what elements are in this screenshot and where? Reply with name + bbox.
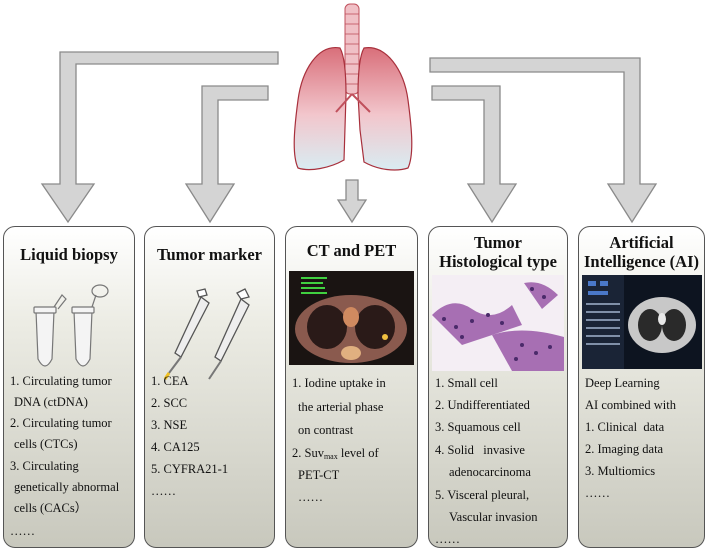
ai-ct-software-image (582, 275, 702, 369)
list-item: Vascular invasion (449, 510, 538, 524)
panel-tumor-histological-type: Tumor Histological type 1. Small cell 2.… (428, 226, 568, 548)
list-item: cells (CTCs) (14, 437, 78, 451)
list-item: …… (435, 532, 460, 546)
list-item: …… (10, 524, 35, 538)
list-item: AI combined with (585, 398, 676, 412)
list-item: 1. Iodine uptake in (292, 376, 386, 390)
list-item: …… (151, 484, 176, 498)
list-item: …… (298, 490, 323, 504)
panel-title: Artificial (609, 233, 674, 252)
panel-title: Histological type (439, 252, 557, 271)
list-item: …… (585, 486, 610, 500)
suv-level-text: level of (340, 446, 379, 460)
list-item: 3. Circulating (10, 459, 79, 473)
arrow-to-ai (429, 57, 658, 224)
list-item: 2. Suvmax level of (292, 445, 379, 465)
panel-artificial-intelligence: Artificial Intelligence (AI) Deep Learni… (578, 226, 705, 548)
panel-title: Tumor marker (157, 245, 262, 264)
panel-liquid-biopsy: Liquid biopsy 1. Circulating tumor DNA (… (3, 226, 135, 548)
list-item: PET-CT (298, 468, 340, 482)
list-item: 5. Visceral pleural, (435, 488, 530, 502)
list-item: 2. Imaging data (585, 442, 664, 456)
panel-tumor-marker: Tumor marker 1. CEA 2. SCC 3. NSE 4. CA1… (144, 226, 275, 548)
list-item: genetically abnormal (14, 480, 120, 494)
list-item: 3. NSE (151, 418, 188, 432)
list-item: 4. CA125 (151, 440, 200, 454)
list-item: 3. Squamous cell (435, 420, 521, 434)
list-item: 2. Circulating tumor (10, 416, 112, 430)
list-item: 1. Clinical data (585, 420, 665, 434)
ct-pet-scan-image (289, 271, 414, 365)
panel-title: Tumor (474, 233, 522, 252)
list-item: 1. Circulating tumor (10, 374, 112, 388)
pipette-icon (163, 288, 250, 380)
panel-title: Liquid biopsy (20, 245, 118, 264)
arrow-to-liquid-biopsy (40, 51, 279, 224)
histology-slide-image (432, 275, 564, 371)
suv-label: 2. Suv (292, 446, 324, 460)
list-item: 5. CYFRA21-1 (151, 462, 229, 476)
list-item: cells (CACs） (14, 501, 88, 515)
list-item: adenocarcinoma (449, 465, 531, 479)
list-item: 1. Small cell (435, 376, 498, 390)
suv-subscript: max (323, 452, 338, 461)
panel-title: CT and PET (306, 241, 397, 260)
list-item: on contrast (298, 423, 354, 437)
list-item: DNA (ctDNA) (14, 395, 88, 409)
panel-title: Intelligence (AI) (583, 252, 700, 271)
list-item: 2. SCC (151, 396, 188, 410)
panel-ct-and-pet: CT and PET 1. Iodine uptake in the arter… (285, 226, 418, 548)
arrow-to-tumor-marker (184, 85, 269, 224)
lungs-icon (293, 3, 413, 171)
list-item: Deep Learning (585, 376, 660, 390)
list-item: the arterial phase (298, 400, 384, 414)
test-tube-icon (33, 284, 109, 367)
list-item: 2. Undifferentiated (435, 398, 530, 412)
list-item: 3. Multiomics (585, 464, 656, 478)
arrow-to-histology (431, 85, 518, 224)
list-item: 1. CEA (151, 374, 189, 388)
list-item: 4. Solid invasive (435, 443, 525, 457)
arrow-to-ct-pet (336, 179, 368, 224)
